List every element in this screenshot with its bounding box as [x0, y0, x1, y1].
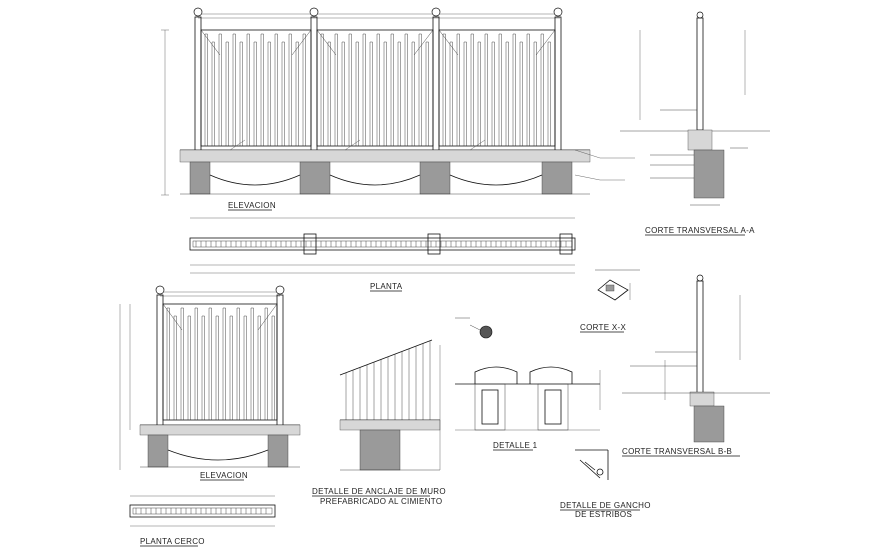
- fence-bars-bottom: [162, 303, 278, 420]
- drawing-stroke: [291, 29, 312, 56]
- detalle-1-title: DETALLE 1: [493, 441, 538, 450]
- detalle-gancho-title-2: DE ESTRIBOS: [575, 510, 632, 519]
- fence-bars-top: [200, 29, 556, 146]
- corte-bb-view: [622, 274, 770, 443]
- drawing-stroke: [257, 303, 278, 331]
- detalle-anclaje-title-2: PREFABRICADO AL CIMIENTO: [320, 497, 442, 506]
- planta-ticks-top: [195, 241, 567, 247]
- drawing-stroke: [162, 303, 183, 331]
- detalle-1-view: [455, 317, 601, 431]
- corte-aa-title: CORTE TRANSVERSAL A-A: [645, 226, 755, 235]
- anclaje-bars: [345, 340, 431, 420]
- drawing-stroke: [200, 29, 221, 56]
- elevacion-top-title: ELEVACION: [228, 201, 276, 210]
- drawing-stroke: [316, 29, 337, 56]
- detalle-gancho-title-1: DETALLE DE GANCHO: [560, 501, 651, 510]
- elevacion-bottom-title: ELEVACION: [200, 471, 248, 480]
- detalle-gancho-view: [575, 449, 609, 480]
- planta-cerco-view: [129, 495, 276, 527]
- detalle-anclaje-view: [339, 339, 441, 471]
- corte-bb-title: CORTE TRANSVERSAL B-B: [622, 447, 732, 456]
- corte-aa-view: [620, 11, 770, 206]
- elevation-bottom-view: [119, 285, 301, 470]
- corte-xx-view: [595, 269, 640, 301]
- corte-xx-title: CORTE X-X: [580, 323, 626, 332]
- planta-top-title: PLANTA: [370, 282, 403, 291]
- drawing-stroke: [535, 29, 556, 56]
- planta-top-view: [189, 217, 576, 274]
- drawing-stroke: [413, 29, 434, 56]
- detalle-anclaje-title-1: DETALLE DE ANCLAJE DE MURO: [312, 487, 446, 496]
- planta-cerco-title: PLANTA CERCO: [140, 537, 205, 546]
- elevation-top-view: [161, 7, 635, 196]
- drawing-stroke: [438, 29, 459, 56]
- planta-ticks-bottom: [135, 508, 267, 514]
